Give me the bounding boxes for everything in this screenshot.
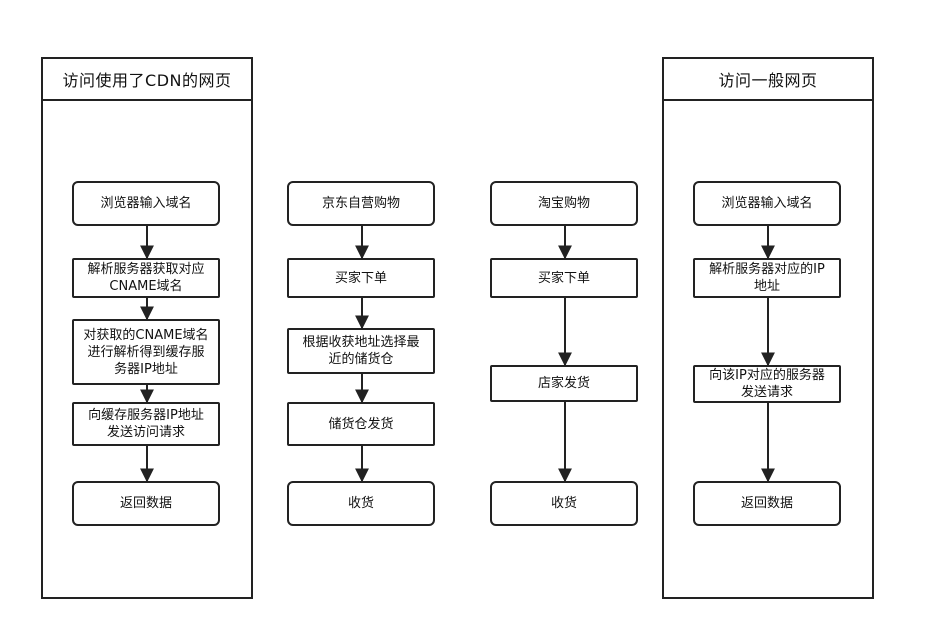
lane-normal-title: 访问一般网页 (664, 59, 872, 101)
cdn-step-return-data: 返回数据 (72, 481, 220, 526)
jd-step-receive: 收货 (287, 481, 435, 526)
taobao-step-receive: 收货 (490, 481, 638, 526)
normal-step-resolve-ip: 解析服务器对应的IP 地址 (693, 258, 841, 298)
jd-step-order: 买家下单 (287, 258, 435, 298)
cdn-step-resolve-cname: 解析服务器获取对应 CNAME域名 (72, 258, 220, 298)
cdn-step-send-request: 向缓存服务器IP地址 发送访问请求 (72, 402, 220, 446)
normal-step-input-domain: 浏览器输入域名 (693, 181, 841, 226)
taobao-step-shop-ship: 店家发货 (490, 365, 638, 402)
jd-step-select-warehouse: 根据收获地址选择最 近的储货仓 (287, 328, 435, 374)
normal-step-return-data: 返回数据 (693, 481, 841, 526)
jd-step-warehouse-ship: 储货仓发货 (287, 402, 435, 446)
normal-step-send-request: 向该IP对应的服务器 发送请求 (693, 365, 841, 403)
jd-step-shopping: 京东自营购物 (287, 181, 435, 226)
taobao-step-shopping: 淘宝购物 (490, 181, 638, 226)
taobao-step-order: 买家下单 (490, 258, 638, 298)
cdn-step-input-domain: 浏览器输入域名 (72, 181, 220, 226)
cdn-step-resolve-cache-ip: 对获取的CNAME域名 进行解析得到缓存服 务器IP地址 (72, 319, 220, 385)
lane-cdn-title: 访问使用了CDN的网页 (43, 59, 251, 101)
